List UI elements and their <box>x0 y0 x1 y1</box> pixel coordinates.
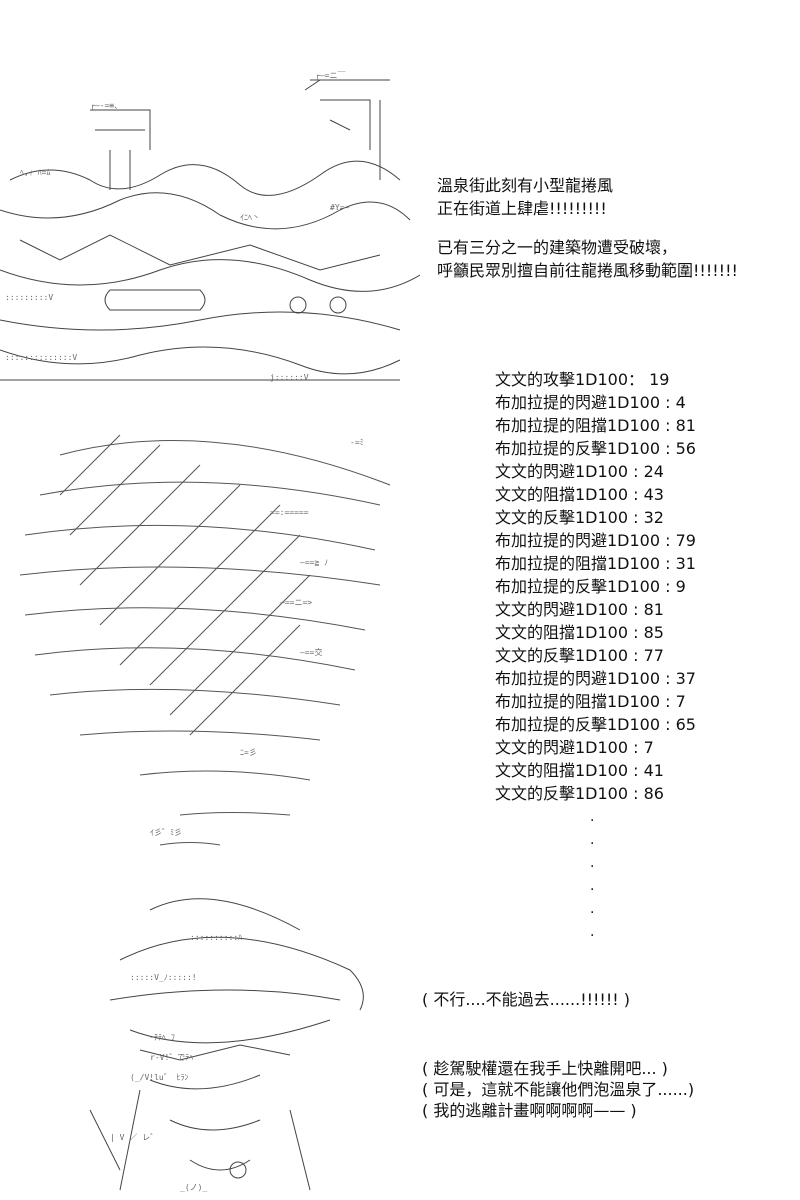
dice-roll: 文文的閃避1D100 : 24 <box>495 462 664 481</box>
dice-roll-list: 文文的攻擊1D100： 19 布加拉提的閃避1D100 : 4 布加拉提的阻擋1… <box>495 368 696 805</box>
svg-text:(_/V!lu゛ ﾋﾗﾝ: (_/V!lu゛ ﾋﾗﾝ <box>130 1073 189 1082</box>
svg-text:―==交: ―==交 <box>300 647 322 657</box>
dice-roll: 文文的攻擊1D100： 19 <box>495 370 670 389</box>
svg-text:#Y=―: #Y=― <box>330 203 349 212</box>
svg-text::::::::::V: :::::::::V <box>5 293 53 302</box>
svg-text::::::V_ﾉ:::::!: :::::V_ﾉ:::::! <box>130 973 197 982</box>
narration-line: 溫泉街此刻有小型龍捲風 <box>437 176 614 195</box>
character-ascii-art: ::::::::::ﾊ :::::V_ﾉ:::::! ｰﾁﾃﾍ ﾌ r-V!゛で… <box>89 898 364 1192</box>
crowd-ascii-art: ┌―=ニ￣ ┌―‐=≡、 ﾍ,ｨ ﾊ=ﾑ ｲﾆﾍ丶 #Y=― :::::::::… <box>0 70 420 382</box>
svg-text:ｲﾆﾍ丶: ｲﾆﾍ丶 <box>240 213 260 222</box>
monologue-line: ( 趁駕駛權還在我手上快離開吧... ) <box>422 1059 668 1078</box>
monologue-block: ( 趁駕駛權還在我手上快離開吧... ) ( 可是，這就不能讓他們泡溫泉了...… <box>422 1058 694 1121</box>
svg-text:j::::::V: j::::::V <box>270 373 309 382</box>
svg-text:==:=====: ==:===== <box>270 508 309 517</box>
svg-text:―==≧ ﾉ: ―==≧ ﾉ <box>300 558 328 567</box>
dice-roll: 布加拉提的閃避1D100 : 79 <box>495 531 696 550</box>
svg-text:ﾍ,ｨ ﾊ=ﾑ: ﾍ,ｨ ﾊ=ﾑ <box>20 168 50 177</box>
monologue-line: ( 我的逃離計畫啊啊啊啊—— ) <box>422 1101 637 1120</box>
dice-roll: 文文的阻擋1D100 : 85 <box>495 623 664 642</box>
dice-roll: 文文的反擊1D100 : 86 <box>495 784 664 803</box>
dice-roll: 布加拉提的阻擋1D100 : 31 <box>495 554 696 573</box>
svg-text:┌―‐=≡、: ┌―‐=≡、 <box>90 101 122 111</box>
ellipsis-dots: . . . . . . <box>590 806 594 944</box>
dot: . <box>590 901 595 917</box>
thought-line: ( 不行....不能過去......!!!!!! ) <box>422 990 631 1009</box>
dice-roll: 文文的反擊1D100 : 32 <box>495 508 664 527</box>
svg-text:_(ノ)_: _(ノ)_ <box>180 1183 207 1192</box>
monologue-line: ( 可是，這就不能讓他們泡溫泉了......) <box>422 1080 695 1099</box>
dice-roll: 布加拉提的反擊1D100 : 65 <box>495 715 696 734</box>
svg-text:r-V!゛でﾃﾍ: r-V!゛でﾃﾍ <box>150 1053 193 1062</box>
svg-text:::::::::::::::V: ::::::::::::::V <box>5 353 77 362</box>
svg-text:ﾆ=彡: ﾆ=彡 <box>240 748 257 757</box>
dot: . <box>590 832 595 848</box>
svg-text:| V ／ レ゛: | V ／ レ゛ <box>110 1133 158 1142</box>
dice-roll: 布加拉提的反擊1D100 : 56 <box>495 439 696 458</box>
dice-roll: 布加拉提的阻擋1D100 : 81 <box>495 416 696 435</box>
dice-roll: 文文的反擊1D100 : 77 <box>495 646 664 665</box>
dot: . <box>590 878 595 894</box>
dot: . <box>590 855 595 871</box>
dice-roll: 布加拉提的閃避1D100 : 37 <box>495 669 696 688</box>
svg-text:―==ニ=>: ―==ニ=> <box>280 598 312 607</box>
dice-roll: 布加拉提的反擊1D100 : 9 <box>495 577 686 596</box>
svg-text:-=ﾐ: -=ﾐ <box>350 438 364 447</box>
svg-text:┌―=ニ￣: ┌―=ニ￣ <box>315 70 345 81</box>
narration-block: 溫泉街此刻有小型龍捲風 正在街道上肆虐!!!!!!!!! 已有三分之一的建築物遭… <box>437 174 738 282</box>
narration-line: 已有三分之一的建築物遭受破壞， <box>437 238 678 257</box>
svg-text:::::::::::ﾊ: ::::::::::ﾊ <box>190 933 242 942</box>
dot: . <box>590 924 595 940</box>
dice-roll: 布加拉提的閃避1D100 : 4 <box>495 393 686 412</box>
tornado-ascii-art: -=ﾐ ==:===== ―==≧ ﾉ ―==ニ=> ―==交 ﾆ=彡 ｲ彡゛ﾐ… <box>19 434 391 846</box>
narration-line: 正在街道上肆虐!!!!!!!!! <box>437 199 607 218</box>
dice-roll: 文文的閃避1D100 : 7 <box>495 738 654 757</box>
svg-text:ｲ彡゛ﾐ彡: ｲ彡゛ﾐ彡 <box>150 828 182 837</box>
narration-line: 呼籲民眾別擅自前往龍捲風移動範圍!!!!!!! <box>437 261 738 280</box>
svg-text:ｰﾁﾃﾍ ﾌ: ｰﾁﾃﾍ ﾌ <box>150 1033 175 1042</box>
dice-roll: 文文的阻擋1D100 : 41 <box>495 761 664 780</box>
dot: . <box>590 809 595 825</box>
dice-roll: 文文的閃避1D100 : 81 <box>495 600 664 619</box>
dice-roll: 布加拉提的阻擋1D100 : 7 <box>495 692 686 711</box>
dice-roll: 文文的阻擋1D100 : 43 <box>495 485 664 504</box>
